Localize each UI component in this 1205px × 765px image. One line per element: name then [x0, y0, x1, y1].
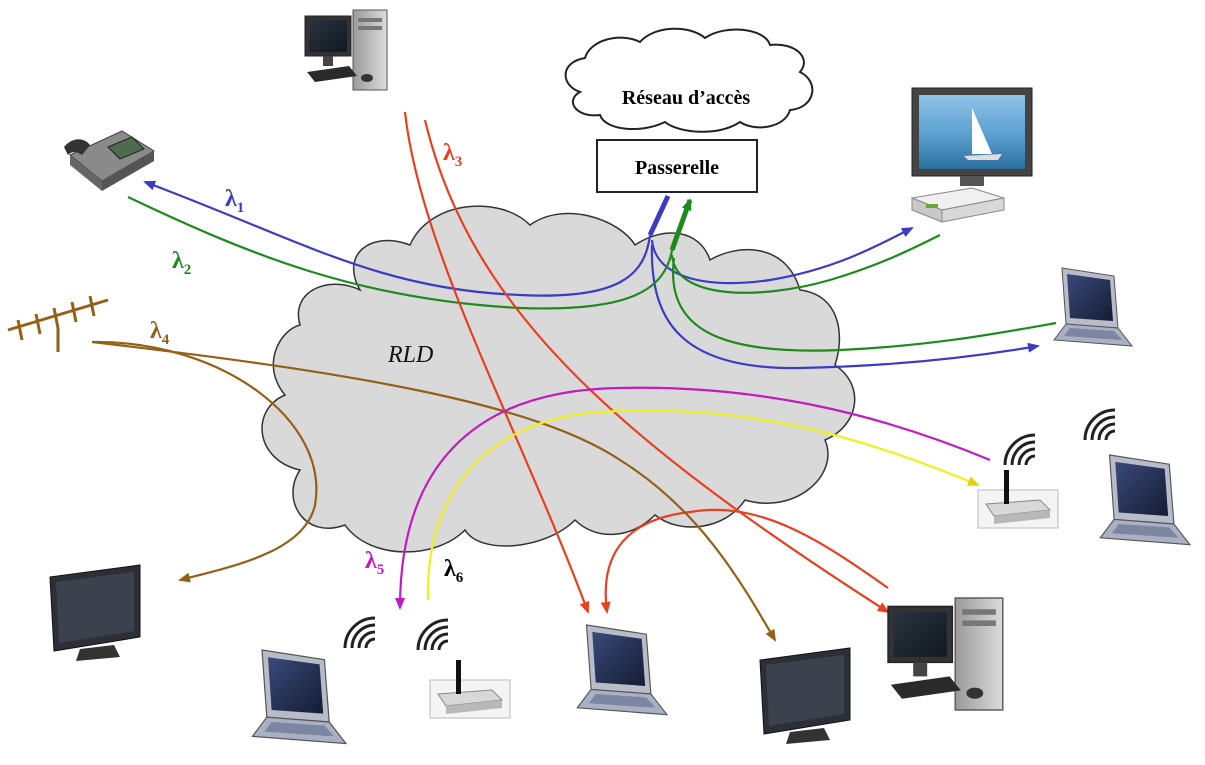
access-network-label: Réseau d’accès: [622, 87, 751, 109]
wireless-access-point-icon: [429, 659, 511, 719]
laptop-icon: [1099, 454, 1191, 546]
lambda2-gateway-arrow: [669, 198, 693, 251]
lambda1-path-phone: [143, 180, 652, 297]
lambda3-label: λ3: [443, 140, 462, 170]
rld-network-cloud: [261, 205, 856, 553]
access-network-cloud: [564, 27, 814, 133]
gateway-box: [596, 139, 758, 193]
ip-phone-icon: [64, 130, 155, 191]
wireless-signal-icon: [343, 616, 377, 650]
gateway-label: Passerelle: [635, 157, 719, 179]
wireless-signal-icon: [416, 618, 450, 652]
lambda6-path: [426, 409, 980, 601]
lambda1-gateway-arrow: [647, 194, 671, 237]
laptop-icon: [576, 624, 668, 716]
lambda2-path-laptop: [671, 257, 1057, 352]
lambda2-label: λ2: [172, 248, 191, 278]
lambda2-path-tv: [670, 234, 941, 294]
lambda4-path-tv-left: [91, 340, 318, 583]
lambda3-path-b: [423, 119, 890, 614]
tv-settop-icon: [910, 87, 1033, 223]
lambda5-label: λ5: [365, 548, 384, 578]
wireless-signal-icon: [1083, 408, 1117, 442]
lambda3-path-c: [600, 508, 889, 614]
flat-tv-icon: [759, 647, 851, 745]
lambda1-label: λ1: [225, 186, 244, 216]
rld-label: RLD: [387, 342, 433, 368]
laptop-icon: [1053, 267, 1133, 347]
lambda5-path: [395, 386, 991, 610]
desktop-pc-icon: [887, 597, 1004, 711]
lambda2-path-phone: [127, 196, 674, 310]
lambda4-label: λ4: [150, 318, 170, 348]
lambda1-path-laptop: [650, 244, 1040, 370]
wireless-access-point-icon: [977, 469, 1059, 529]
lambda4-path-tv-bottom: [91, 340, 777, 642]
lambda6-label: λ6: [444, 556, 464, 586]
lambda3-path-a: [403, 111, 590, 614]
flat-tv-icon: [49, 564, 141, 662]
antenna-icon: [7, 295, 109, 352]
laptop-icon: [251, 649, 347, 745]
desktop-pc-icon: [304, 9, 388, 91]
wireless-signal-icon: [1003, 433, 1037, 467]
